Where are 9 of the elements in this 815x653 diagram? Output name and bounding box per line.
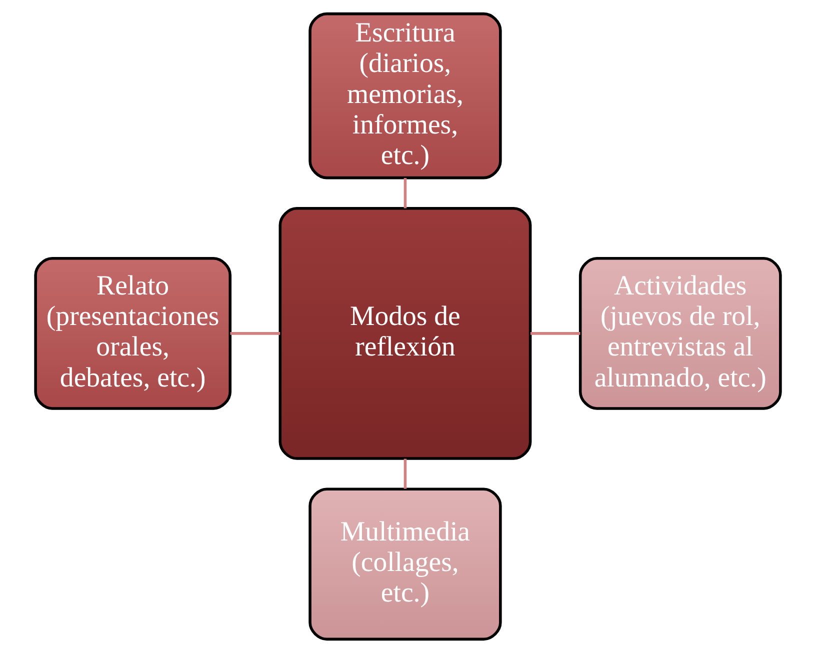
connector xyxy=(230,332,280,335)
connector xyxy=(403,178,406,208)
node-box: Actividades (juevos de rol, entrevistas al alumnado, etc.) xyxy=(578,257,782,410)
node-box: Relato (presentaciones orales, debates, etc.) xyxy=(34,257,231,410)
connector xyxy=(530,332,580,335)
connector xyxy=(403,458,406,489)
node-box: Multimedia (collages, etc.) xyxy=(308,488,502,641)
node-box: Modos de reflexión xyxy=(278,206,532,460)
node-box: Escritura (diarios, memorias, informes, etc.) xyxy=(308,12,502,180)
